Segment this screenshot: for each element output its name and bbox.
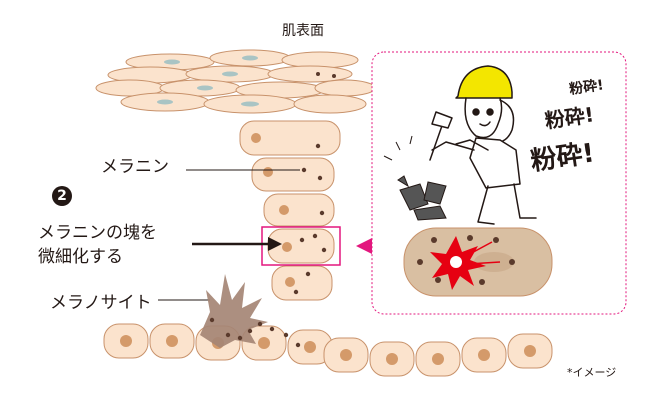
pointer-triangle: [356, 238, 372, 254]
melanin-label: メラニン: [101, 157, 169, 177]
clump-arrow-head: [268, 237, 282, 251]
cell-column: [239, 120, 341, 301]
flat-cell-nuclei: [157, 55, 259, 107]
sound-effect-1: 粉砕!: [568, 76, 604, 98]
worker-illustration: [429, 65, 537, 225]
melanin-clump-label-line1: メラニンの塊を: [38, 223, 157, 243]
rock-fragments: [397, 175, 447, 221]
surface-cell-layer: [95, 49, 376, 114]
melanocyte-cell: [200, 274, 268, 348]
skin-surface-label: 肌表面: [282, 23, 324, 39]
step-number-badge: 2: [52, 186, 72, 206]
melanocyte-granules: [209, 317, 301, 348]
melanocyte-label: メラノサイト: [50, 293, 152, 313]
scatter-arrows: [465, 241, 501, 265]
burst-center: [450, 256, 462, 268]
magnified-melanin: [417, 235, 515, 285]
melanin-clump-label-line2: 微細化する: [38, 247, 123, 267]
image-note: *イメージ: [567, 366, 617, 379]
cell-nuclei: [251, 133, 295, 287]
highlight-box: [261, 226, 341, 266]
rock-debris: [383, 135, 413, 161]
melanin-granules: [293, 143, 327, 295]
